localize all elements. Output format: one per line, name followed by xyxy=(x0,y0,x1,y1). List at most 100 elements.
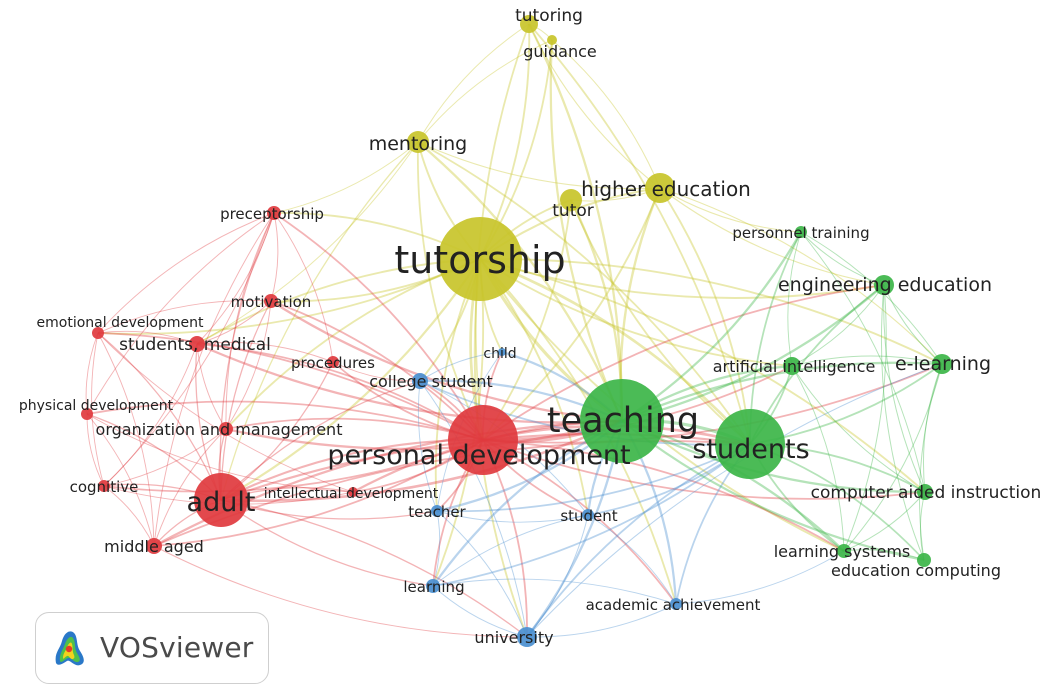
node-e-learning[interactable] xyxy=(932,354,952,374)
link-e_learning-computer_aided_instruction xyxy=(922,363,943,493)
link-college_student-university xyxy=(419,380,528,638)
label-learning[interactable]: learning xyxy=(403,578,464,596)
label-students-medical[interactable]: students, medical xyxy=(119,335,271,355)
link-engineering_education-education_computing xyxy=(880,284,925,561)
link-adult-university xyxy=(220,499,528,638)
link-organization_and_management-middle_aged xyxy=(153,428,227,547)
link-adult-college_student xyxy=(220,380,421,501)
label-middle-aged[interactable]: middle aged xyxy=(104,537,204,556)
link-preceptorship-cognitive xyxy=(103,212,275,487)
node-motivation[interactable] xyxy=(264,294,278,308)
label-students[interactable]: students xyxy=(692,434,809,465)
link-students_medical-personal_development xyxy=(196,343,484,441)
link-e_learning-education_computing xyxy=(919,363,943,561)
link-preceptorship-middle_aged xyxy=(153,212,275,547)
node-learning-systems[interactable] xyxy=(837,544,851,558)
node-student[interactable] xyxy=(582,509,594,521)
node-middle-aged[interactable] xyxy=(146,538,162,554)
link-preceptorship-personal_development xyxy=(273,212,484,441)
label-academic-achievement[interactable]: academic achievement xyxy=(586,596,761,614)
node-learning[interactable] xyxy=(426,579,440,593)
label-higher-education[interactable]: higher education xyxy=(581,177,751,201)
node-tutor[interactable] xyxy=(560,189,582,211)
label-emotional-development[interactable]: emotional development xyxy=(37,315,204,331)
node-tutorship[interactable] xyxy=(438,217,522,301)
node-child[interactable] xyxy=(498,348,506,356)
label-guidance[interactable]: guidance xyxy=(523,42,596,61)
node-procedures[interactable] xyxy=(327,356,339,368)
node-academic-achievement[interactable] xyxy=(670,598,682,610)
link-personal_development-computer_aided_instruction xyxy=(482,439,926,500)
node-tutoring[interactable] xyxy=(520,15,538,33)
node-education-computing[interactable] xyxy=(917,553,931,567)
label-college-student[interactable]: college student xyxy=(369,372,493,391)
node-preceptorship[interactable] xyxy=(267,206,281,220)
node-teaching[interactable] xyxy=(580,379,664,463)
label-organization-and-management[interactable]: organization and management xyxy=(96,420,343,439)
node-computer-aided-instruction[interactable] xyxy=(917,484,933,500)
node-guidance[interactable] xyxy=(547,35,557,45)
node-students[interactable] xyxy=(715,409,785,479)
link-guidance-higher_education xyxy=(551,39,661,189)
node-adult[interactable] xyxy=(194,473,248,527)
label-tutorship[interactable]: tutorship xyxy=(394,238,565,282)
link-tutoring-students xyxy=(528,23,751,445)
label-education-computing[interactable]: education computing xyxy=(831,561,1001,580)
link-preceptorship-emotional_development xyxy=(97,212,275,334)
node-physical-development[interactable] xyxy=(81,408,93,420)
label-motivation[interactable]: motivation xyxy=(231,293,312,311)
label-teaching[interactable]: teaching xyxy=(547,401,699,441)
label-engineering-education[interactable]: engineering education xyxy=(778,274,992,296)
label-procedures[interactable]: procedures xyxy=(291,354,375,372)
label-tutor[interactable]: tutor xyxy=(552,201,594,221)
label-adult[interactable]: adult xyxy=(187,487,256,518)
link-motivation-teaching xyxy=(270,300,623,423)
link-organization_and_management-cognitive xyxy=(103,428,227,487)
link-child-college_student xyxy=(419,351,503,382)
link-emotional_development-middle_aged xyxy=(97,332,155,547)
label-tutoring[interactable]: tutoring xyxy=(515,6,583,26)
label-learning-systems[interactable]: learning systems xyxy=(774,542,911,561)
label-computer-aided-instruction[interactable]: computer aided instruction xyxy=(811,483,1042,503)
label-personal-development[interactable]: personal development xyxy=(327,440,630,471)
label-physical-development[interactable]: physical development xyxy=(19,398,174,414)
node-cognitive[interactable] xyxy=(98,480,110,492)
label-student[interactable]: student xyxy=(560,507,617,525)
node-university[interactable] xyxy=(517,627,537,647)
node-engineering-education[interactable] xyxy=(874,275,894,295)
node-intellectual-development[interactable] xyxy=(348,487,358,497)
link-teaching-education_computing xyxy=(621,420,925,562)
label-e-learning[interactable]: e-learning xyxy=(895,353,991,375)
label-cognitive[interactable]: cognitive xyxy=(70,478,139,496)
link-motivation-organization_and_management xyxy=(225,300,272,430)
node-mentoring[interactable] xyxy=(407,131,429,153)
link-preceptorship-procedures xyxy=(273,212,334,363)
link-teacher-students xyxy=(436,443,751,513)
link-emotional_development-physical_development xyxy=(85,332,99,415)
node-teacher[interactable] xyxy=(431,505,443,517)
link-teacher-university xyxy=(436,510,528,638)
link-middle_aged-university xyxy=(153,545,528,638)
node-artificial-intelligence[interactable] xyxy=(783,357,801,375)
node-personal-development[interactable] xyxy=(448,405,518,475)
label-mentoring[interactable]: mentoring xyxy=(369,133,468,155)
label-university[interactable]: university xyxy=(474,628,553,647)
link-emotional_development-personal_development xyxy=(97,332,484,441)
label-artificial-intelligence[interactable]: artificial intelligence xyxy=(713,357,876,376)
label-child[interactable]: child xyxy=(483,346,516,362)
node-organization-and-management[interactable] xyxy=(219,422,233,436)
label-preceptorship[interactable]: preceptorship xyxy=(220,205,324,223)
node-college-student[interactable] xyxy=(412,373,428,389)
node-personnel-training[interactable] xyxy=(795,226,807,238)
label-personnel-training[interactable]: personnel training xyxy=(732,224,869,242)
label-intellectual-development[interactable]: intellectual development xyxy=(264,486,439,502)
link-emotional_development-students_medical xyxy=(97,330,198,345)
link-mentoring-adult xyxy=(220,141,419,501)
node-emotional-development[interactable] xyxy=(92,327,104,339)
network-labels: tutoring guidance mentoring higher educatio… xyxy=(19,6,1041,647)
label-teacher[interactable]: teacher xyxy=(408,503,466,521)
node-higher-education[interactable] xyxy=(645,173,675,203)
link-personal_development-e_learning xyxy=(482,363,943,444)
node-students-medical[interactable] xyxy=(189,336,205,352)
link-emotional_development-adult xyxy=(97,332,222,501)
